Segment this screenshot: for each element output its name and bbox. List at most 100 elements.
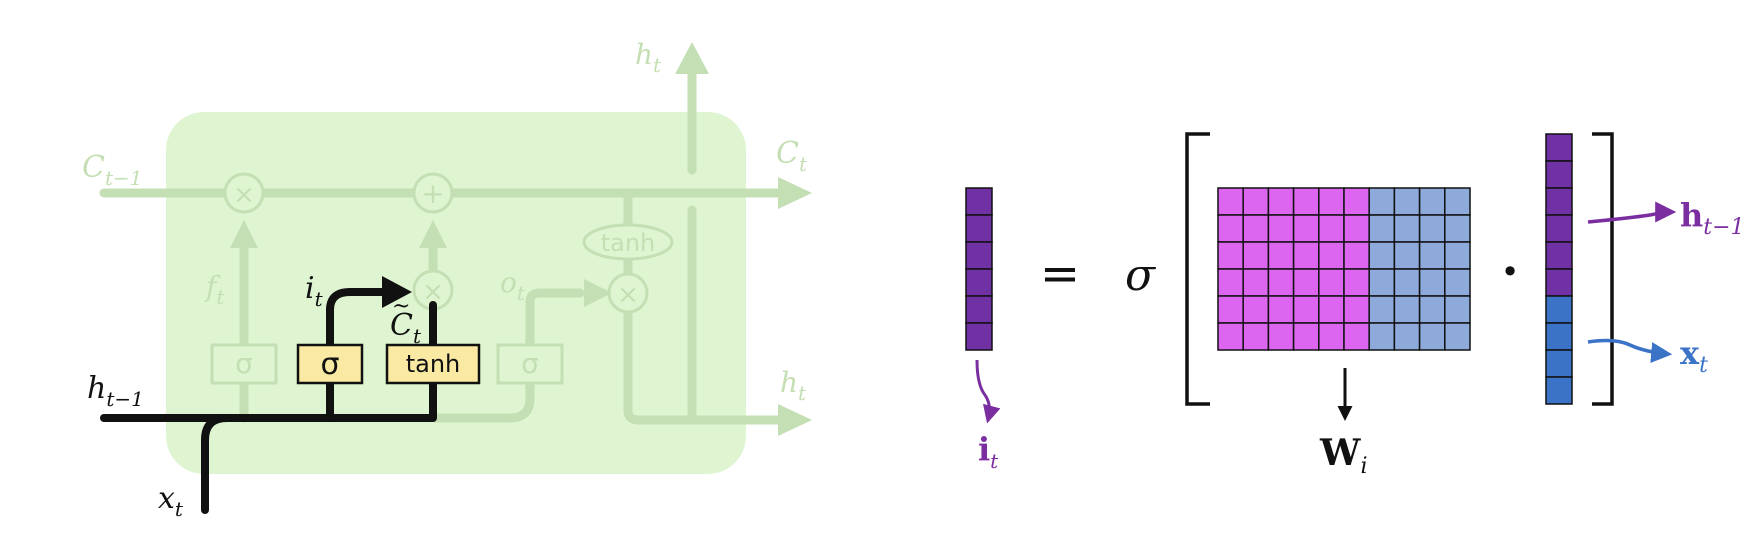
wi-matrix-cell (1318, 187, 1345, 216)
wi-matrix-cell (1217, 214, 1244, 243)
it-label: it (978, 430, 999, 473)
concat-vector-cell (1545, 295, 1573, 324)
op-output-tanh: tanh (582, 223, 674, 261)
wi-matrix-cell (1242, 295, 1270, 324)
wi-matrix (1217, 187, 1471, 351)
wi-matrix-cell (1393, 295, 1421, 324)
wi-matrix-cell (1318, 322, 1345, 351)
wi-matrix-cell (1393, 241, 1421, 270)
svg-text:xt: xt (158, 481, 184, 521)
dot-product: • (1501, 253, 1520, 291)
wi-matrix-cell (1217, 295, 1244, 324)
wi-matrix-cell (1292, 214, 1320, 243)
output-gate-box: σ (496, 343, 564, 385)
equals-sign: = (1040, 246, 1080, 302)
wi-matrix-cell (1242, 268, 1270, 297)
input-arrowhead (382, 276, 412, 308)
svg-text:Ct: Ct (390, 308, 422, 348)
wi-matrix-cell (1343, 268, 1370, 297)
it-vector-cell (965, 322, 993, 351)
wi-matrix-cell (1318, 295, 1345, 324)
forget-gate-box: σ (210, 343, 278, 385)
wi-matrix-cell (1418, 322, 1446, 351)
svg-text:Ct: Ct (776, 136, 808, 176)
svg-text:tanh: tanh (406, 350, 461, 378)
wi-matrix-cell (1318, 241, 1345, 270)
concat-vector-cell (1545, 133, 1573, 162)
wi-matrix-cell (1368, 268, 1396, 297)
wi-matrix-cell (1444, 187, 1471, 216)
wi-matrix-cell (1242, 241, 1270, 270)
it-arrow (975, 359, 1001, 424)
svg-text:×: × (617, 280, 639, 310)
it-vector-cell (965, 241, 993, 270)
concat-vector-cell (1545, 268, 1573, 297)
svg-text:ht: ht (635, 38, 662, 77)
wi-matrix-cell (1217, 268, 1244, 297)
svg-text:Ct−1: Ct−1 (82, 150, 143, 190)
candidate-gate-box: tanh (385, 343, 481, 385)
svg-text:σ: σ (320, 347, 339, 382)
wi-matrix-cell (1368, 241, 1396, 270)
wi-matrix-cell (1318, 214, 1345, 243)
wi-matrix-cell (1393, 187, 1421, 216)
it-vector-cell (965, 268, 993, 297)
it-vector (965, 187, 993, 351)
wi-matrix-cell (1292, 295, 1320, 324)
wi-matrix-cell (1393, 322, 1421, 351)
svg-text:tanh: tanh (601, 229, 656, 257)
wi-matrix-cell (1444, 268, 1471, 297)
wi-matrix-cell (1343, 322, 1370, 351)
wi-matrix-cell (1418, 241, 1446, 270)
wi-matrix-cell (1343, 187, 1370, 216)
wi-matrix-cell (1217, 187, 1244, 216)
wi-matrix-cell (1217, 322, 1244, 351)
wi-matrix-cell (1444, 214, 1471, 243)
wi-matrix-cell (1444, 241, 1471, 270)
concat-vector-cell (1545, 214, 1573, 243)
wi-matrix-cell (1418, 187, 1446, 216)
op-cell-add: + (412, 172, 454, 214)
wi-label: Wi (1319, 432, 1367, 479)
wi-matrix-cell (1368, 214, 1396, 243)
concat-vector-cell (1545, 376, 1573, 405)
wi-matrix-cell (1267, 214, 1295, 243)
wi-matrix-cell (1418, 214, 1446, 243)
svg-text:×: × (422, 277, 444, 307)
wi-matrix-cell (1267, 295, 1295, 324)
concat-vector (1545, 133, 1573, 405)
wi-matrix-cell (1368, 322, 1396, 351)
svg-text:ht: ht (780, 366, 807, 405)
svg-text:ht−1: ht−1 (87, 371, 144, 411)
wi-matrix-cell (1418, 295, 1446, 324)
wi-matrix-cell (1267, 322, 1295, 351)
wi-matrix-cell (1292, 268, 1320, 297)
wi-matrix-cell (1444, 295, 1471, 324)
it-vector-cell (965, 295, 993, 324)
svg-text:ot: ot (500, 266, 526, 305)
concat-vector-cell (1545, 160, 1573, 189)
x-arrow (1587, 338, 1673, 364)
left-bracket (1185, 132, 1210, 406)
wi-matrix-cell (1292, 187, 1320, 216)
wi-matrix-cell (1242, 322, 1270, 351)
svg-text:×: × (233, 180, 255, 210)
faded-arrowheads (230, 42, 812, 436)
wi-matrix-cell (1318, 268, 1345, 297)
svg-text:σ: σ (235, 347, 253, 380)
op-output-multiply: × (607, 272, 649, 314)
wi-matrix-cell (1292, 241, 1320, 270)
wi-matrix-cell (1368, 187, 1396, 216)
it-vector-cell (965, 187, 993, 216)
svg-text:σ: σ (521, 347, 539, 380)
lstm-cell-diagram: × + × × tanh σ σ Ct−1 Ct (82, 38, 812, 521)
wi-matrix-cell (1343, 241, 1370, 270)
wi-matrix-cell (1368, 295, 1396, 324)
concat-vector-cell (1545, 349, 1573, 378)
input-gate-box: σ (296, 343, 364, 385)
right-bracket (1592, 132, 1614, 406)
wi-matrix-cell (1418, 268, 1446, 297)
wi-matrix-cell (1242, 187, 1270, 216)
op-input-multiply: × (412, 269, 454, 311)
